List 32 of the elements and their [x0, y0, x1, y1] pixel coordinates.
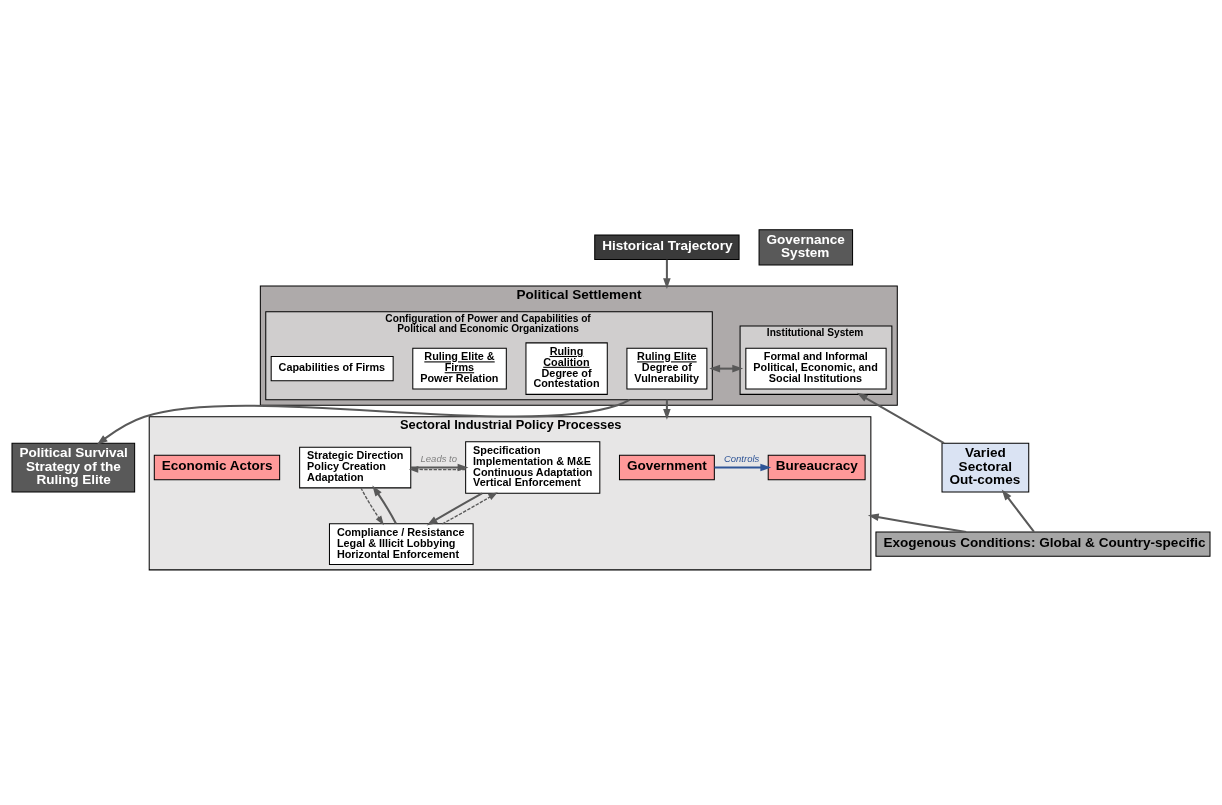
edge-label: Leads to — [420, 453, 457, 465]
arrow — [360, 487, 384, 526]
arrow — [372, 485, 397, 525]
arrow — [96, 398, 631, 445]
node-box: Economic Actors — [153, 454, 281, 481]
arrow — [867, 513, 967, 533]
arrow — [856, 392, 945, 444]
arrow — [441, 492, 498, 525]
node-box: Specification Implementation & M&E Continuous Adaptation Vertical Enforcement — [465, 441, 601, 494]
node-box: Exogenous Conditions: Global & Country-specific — [875, 531, 1211, 557]
arrow — [1001, 489, 1035, 533]
edge-label: Controls — [723, 453, 760, 465]
node-box: Varied Sectoral Out-comes — [941, 442, 1030, 493]
node-box: Capabilities of Firms — [270, 355, 394, 382]
arrow — [709, 364, 744, 373]
node-box: Ruling Elite Degree of Vulnerability — [626, 347, 708, 390]
node-box: Ruling Coalition Degree of Contestation — [525, 342, 608, 395]
arrow — [410, 463, 469, 472]
arrow — [408, 466, 467, 473]
node-box: Bureaucracy — [767, 454, 866, 481]
node-box: Governance System — [758, 229, 854, 266]
node-box: Strategic Direction Policy Creation Adaptation — [299, 446, 412, 489]
node-box: Government — [618, 454, 715, 481]
arrow — [426, 492, 483, 526]
arrow — [714, 463, 772, 472]
node-box: Historical Trajectory — [594, 234, 740, 261]
node-box: Ruling Elite & Firms Power Relation — [412, 347, 507, 390]
node-box: Compliance / Resistance Legal & Illicit Lobbying Horizontal Enforcement — [328, 523, 474, 565]
arrow — [663, 259, 671, 290]
node-box: Political Survival Strategy of the Ruling Elite — [11, 442, 136, 493]
arrow — [663, 399, 671, 420]
node-box: Formal and Informal Political, Economic, and Social Institutions — [745, 347, 887, 390]
